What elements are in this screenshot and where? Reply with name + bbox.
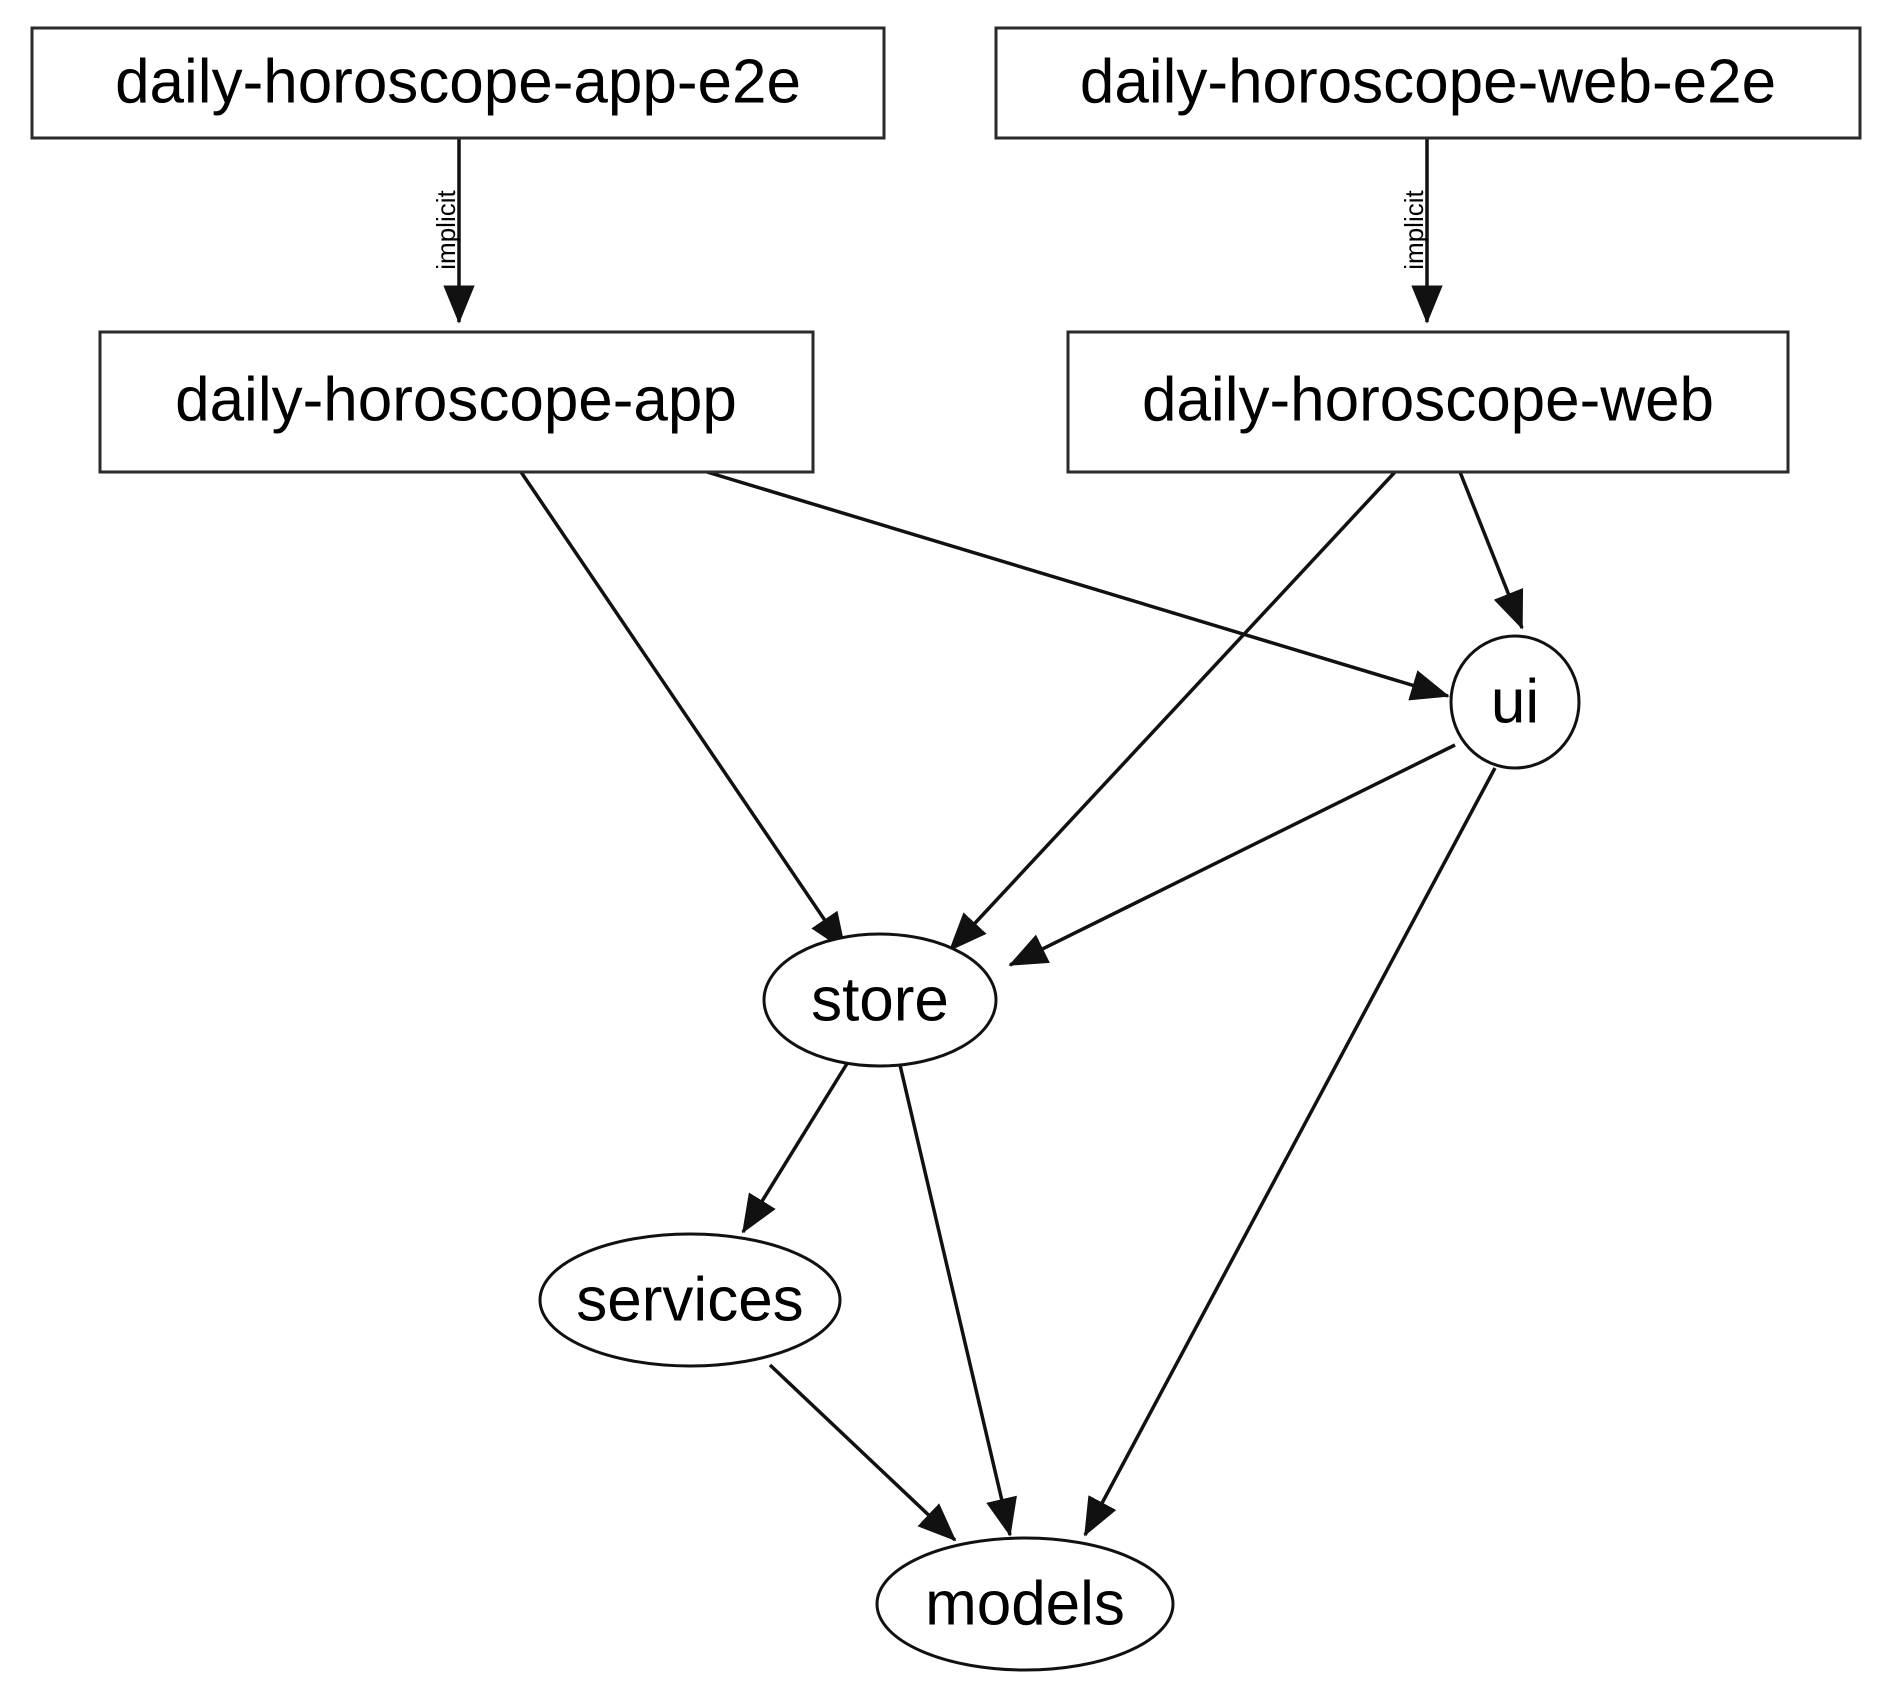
node-daily-horoscope-app[interactable]: daily-horoscope-app (98, 330, 815, 474)
node-label-daily-horoscope-app-e2e: daily-horoscope-app-e2e (115, 47, 801, 116)
node-models[interactable]: models (875, 1536, 1175, 1672)
edge-web-to-ui (1458, 471, 1524, 630)
edge-label-implicit-app: implicit (431, 190, 461, 270)
node-daily-horoscope-app-e2e[interactable]: daily-horoscope-app-e2e (30, 26, 886, 140)
node-label-ui: ui (1491, 667, 1539, 736)
edge-services-to-models (768, 1363, 957, 1542)
edge-app-e2e-to-app: implicit (431, 138, 475, 324)
node-label-store: store (811, 965, 949, 1034)
node-label-daily-horoscope-web: daily-horoscope-web (1142, 365, 1714, 434)
edge-app-to-store (519, 471, 847, 952)
edge-app-to-ui (706, 470, 1450, 701)
node-daily-horoscope-web[interactable]: daily-horoscope-web (1066, 330, 1790, 474)
edge-ui-to-store (1008, 743, 1456, 967)
node-ui[interactable]: ui (1449, 634, 1581, 770)
edge-store-to-services (741, 1061, 850, 1234)
node-store[interactable]: store (762, 932, 998, 1068)
edge-ui-to-models (1083, 767, 1497, 1537)
node-label-models: models (925, 1569, 1125, 1638)
edge-label-implicit-web: implicit (1399, 190, 1429, 270)
node-services[interactable]: services (538, 1232, 842, 1368)
edge-web-e2e-to-web: implicit (1399, 138, 1443, 324)
node-label-daily-horoscope-web-e2e: daily-horoscope-web-e2e (1080, 47, 1776, 116)
edge-store-to-models (898, 1064, 1017, 1537)
node-label-daily-horoscope-app: daily-horoscope-app (175, 365, 737, 434)
node-label-services: services (576, 1265, 803, 1334)
node-daily-horoscope-web-e2e[interactable]: daily-horoscope-web-e2e (994, 26, 1862, 140)
edge-web-to-store (948, 470, 1397, 952)
